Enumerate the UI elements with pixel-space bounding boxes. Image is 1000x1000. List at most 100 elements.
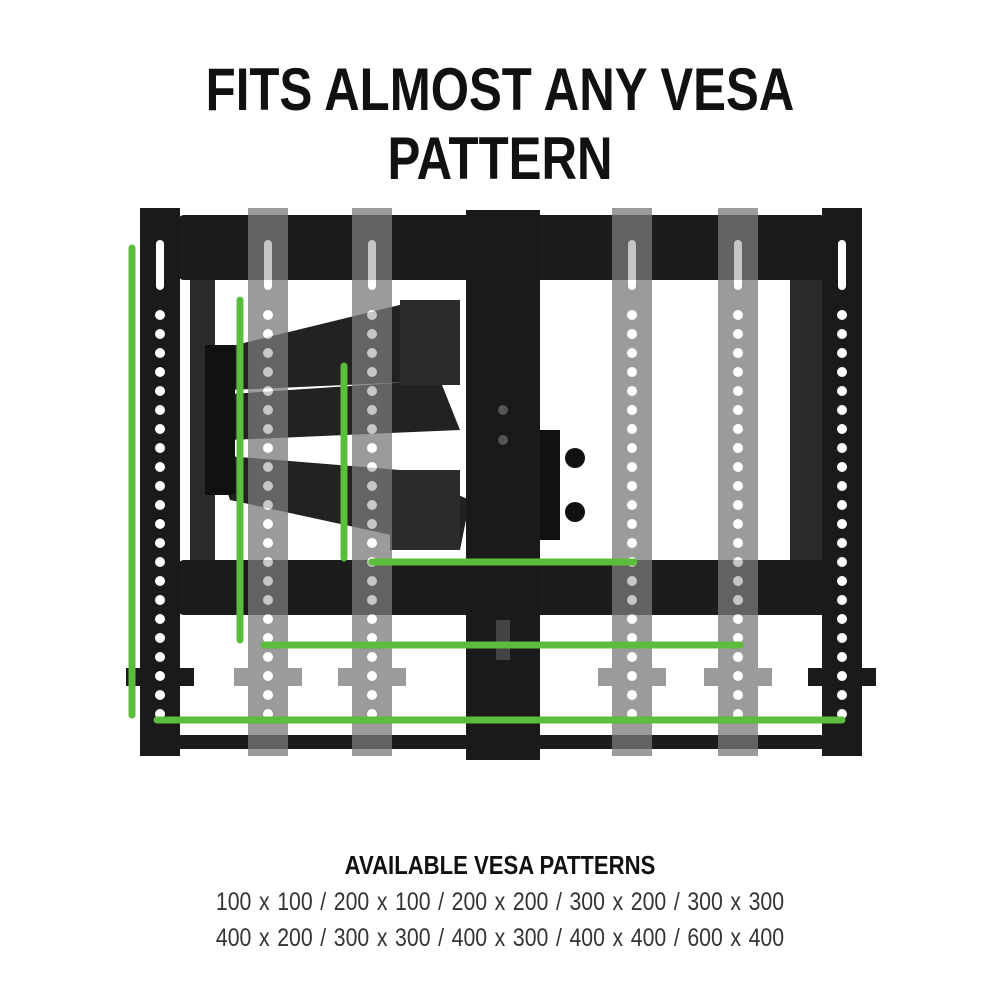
bracket-hole (733, 386, 743, 396)
bracket-hole (627, 481, 637, 491)
bracket-hole (837, 690, 847, 700)
bracket-hole (367, 595, 377, 605)
bracket-hole (263, 424, 273, 434)
bracket-hole (263, 595, 273, 605)
bracket-hole (155, 538, 165, 548)
bracket-hole (837, 538, 847, 548)
bracket-hole (733, 595, 743, 605)
bracket-hole (155, 614, 165, 624)
vertical-bracket (704, 208, 772, 756)
bracket-hole (263, 367, 273, 377)
bracket-hole (733, 557, 743, 567)
bracket-hole (263, 690, 273, 700)
bracket-hole (263, 519, 273, 529)
bracket-hole (367, 500, 377, 510)
bracket-hole (627, 652, 637, 662)
bracket-hole (367, 614, 377, 624)
bracket-hole (155, 557, 165, 567)
bracket-hole (263, 310, 273, 320)
bracket-hole (627, 538, 637, 548)
bracket-hole (627, 519, 637, 529)
bracket-hole (627, 633, 637, 643)
bracket-hole (263, 405, 273, 415)
bracket-hole (733, 424, 743, 434)
bracket-hole (837, 386, 847, 396)
bracket-hole (627, 462, 637, 472)
bracket-hole (367, 538, 377, 548)
bracket-hole (367, 424, 377, 434)
bracket-hole (733, 443, 743, 453)
patterns-heading: AVAILABLE VESA PATTERNS (344, 850, 656, 880)
bracket-hole (733, 652, 743, 662)
bracket-hole (367, 310, 377, 320)
page-title: FITS ALMOST ANY VESA PATTERN (205, 56, 795, 192)
bracket-hole (263, 462, 273, 472)
bracket-hole (837, 443, 847, 453)
bracket-hole (263, 481, 273, 491)
bracket-hole (263, 557, 273, 567)
bracket-hole (837, 329, 847, 339)
bracket-hole (263, 633, 273, 643)
bracket-hole (837, 557, 847, 567)
vertical-bracket (126, 208, 194, 756)
bracket-hole (155, 671, 165, 681)
bracket-hole (155, 462, 165, 472)
bracket-hole (367, 519, 377, 529)
center-plate (466, 210, 540, 760)
bracket-hole (155, 633, 165, 643)
bracket-hole (155, 519, 165, 529)
bracket-hole (367, 386, 377, 396)
bracket-hole (367, 348, 377, 358)
bracket-hole (155, 348, 165, 358)
patterns-row-2: 400 x 200 / 300 x 300 / 400 x 300 / 400 … (215, 924, 785, 952)
bracket-hole (367, 576, 377, 586)
bracket-hole (263, 538, 273, 548)
bracket-hole (155, 481, 165, 491)
bracket-hole (627, 576, 637, 586)
patterns-row-1: 100 x 100 / 200 x 100 / 200 x 200 / 300 … (215, 888, 785, 916)
bracket-hole (155, 329, 165, 339)
bracket-hole (263, 614, 273, 624)
bracket-hole (155, 386, 165, 396)
bracket-hole (263, 671, 273, 681)
bracket-hole (367, 633, 377, 643)
bracket-hole (837, 348, 847, 358)
bracket-hole (627, 329, 637, 339)
bracket-hole (155, 576, 165, 586)
bracket-hole (733, 329, 743, 339)
bracket-hole (733, 405, 743, 415)
bracket-hole (155, 367, 165, 377)
bracket-hole (733, 633, 743, 643)
bracket-hole (263, 576, 273, 586)
vertical-bracket (338, 208, 406, 756)
bracket-hole (837, 614, 847, 624)
bracket-hole (627, 386, 637, 396)
bracket-hole (155, 595, 165, 605)
bracket-hole (733, 576, 743, 586)
bracket-hole (627, 614, 637, 624)
bracket-hole (263, 329, 273, 339)
bracket-hole (837, 576, 847, 586)
bracket-hole (367, 462, 377, 472)
vertical-bracket (808, 208, 876, 756)
bracket-hole (733, 614, 743, 624)
bracket-hole (263, 386, 273, 396)
bracket-hole (837, 462, 847, 472)
bracket-hole (837, 652, 847, 662)
bracket-hole (733, 367, 743, 377)
bracket-hole (627, 500, 637, 510)
bracket-hole (263, 443, 273, 453)
bracket-hole (155, 405, 165, 415)
bracket-hole (367, 671, 377, 681)
bracket-hole (627, 348, 637, 358)
vertical-bracket (234, 208, 302, 756)
bracket-hole (837, 481, 847, 491)
bracket-hole (367, 405, 377, 415)
bracket-hole (733, 500, 743, 510)
bracket-hole (155, 424, 165, 434)
plate-bolt (498, 405, 508, 415)
bracket-hole (627, 671, 637, 681)
bracket-hole (837, 500, 847, 510)
bracket-hole (367, 690, 377, 700)
